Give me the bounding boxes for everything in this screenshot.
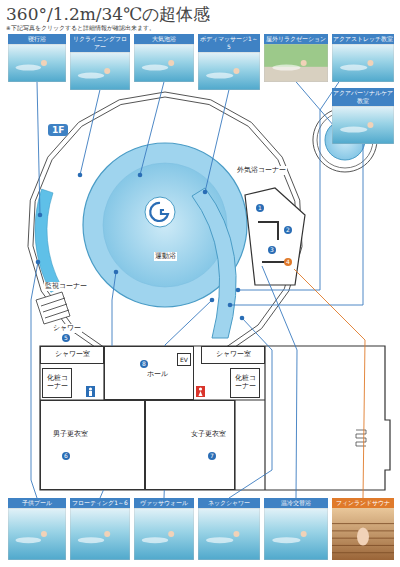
leader-dot — [228, 303, 233, 308]
island-swirl — [150, 203, 168, 221]
room-box: シャワー室 — [201, 346, 265, 364]
leader-dot — [240, 316, 245, 321]
building — [40, 346, 390, 490]
photo-image — [134, 44, 194, 82]
photo-caption: フローティング1～6 — [70, 498, 130, 508]
leader-line — [31, 262, 38, 498]
photo-image — [332, 106, 394, 144]
photo-caption: リクライニングフロアー — [70, 34, 130, 52]
room-box: ホール EV — [104, 346, 194, 400]
room-box: 化粧コーナー — [42, 368, 72, 398]
photo-panel: ネックシャワー — [198, 498, 260, 560]
leader-dot — [78, 173, 83, 178]
room-name: シャワー室 — [55, 351, 90, 359]
photo-caption: 寝行浴 — [8, 34, 66, 44]
room-name: シャワー室 — [216, 351, 251, 359]
leader-line — [229, 318, 272, 498]
room-box: 男子更衣室 — [40, 400, 145, 490]
callout-number: 3 — [268, 246, 276, 254]
callout-number: 7 — [208, 452, 216, 460]
photo-panel: アクアストレッチ教室 — [332, 34, 394, 82]
room-name: ホール — [123, 371, 191, 379]
photo-panel: フィンランドサウナ — [332, 498, 394, 560]
area-label: シャワー — [52, 324, 82, 333]
leader-line — [262, 266, 297, 498]
photo-panel: フローティング1～6 — [70, 498, 130, 560]
leader-line — [296, 82, 334, 126]
photo-image — [264, 508, 328, 560]
area-label: 運動浴 — [154, 252, 177, 261]
monitor-stairs — [36, 292, 70, 324]
leader-dot — [114, 270, 119, 275]
leader-dot — [38, 213, 43, 218]
photo-caption: アクアストレッチ教室 — [332, 34, 394, 44]
photo-panel: 大気泡浴 — [134, 34, 194, 82]
page-title: 360°/1.2m/34℃の超体感 — [6, 3, 210, 26]
photo-caption: 大気泡浴 — [134, 34, 194, 44]
leader-dot — [36, 260, 41, 265]
leader-line — [230, 144, 363, 305]
photo-panel: 寝行浴 — [8, 34, 66, 82]
photo-image — [198, 52, 260, 90]
photo-image — [134, 508, 194, 560]
photo-panel: 温冷交替浴 — [264, 498, 328, 560]
room-name: 化粧コーナー — [233, 375, 257, 391]
photo-image — [8, 508, 66, 560]
photo-caption: フィンランドサウナ — [332, 498, 394, 508]
photo-caption: ヴァッサウォール — [134, 498, 194, 508]
photo-panel: 子供プール — [8, 498, 66, 560]
leader-dot — [138, 173, 143, 178]
photo-caption: 子供プール — [8, 498, 66, 508]
callout-number: 5 — [62, 334, 70, 342]
photo-panel: ボディマッサージ1～5 — [198, 34, 260, 90]
photo-image — [332, 508, 394, 560]
floor-badge: 1F — [48, 124, 68, 136]
leader-line — [37, 82, 40, 215]
room-box: EV — [177, 353, 191, 366]
callout-number: 2 — [284, 226, 292, 234]
photo-image — [198, 508, 260, 560]
photo-image — [8, 44, 66, 82]
room-box: シャワー室 — [40, 346, 104, 364]
room-box: 女子更衣室 — [145, 400, 235, 490]
photo-caption: アクアパーソナルケア教室 — [332, 88, 394, 106]
leader-dot — [236, 288, 241, 293]
photo-image — [70, 52, 130, 90]
leader-line — [80, 90, 100, 175]
room-name: EV — [180, 357, 188, 363]
room-name: 化粧コーナー — [45, 375, 69, 391]
room-name: 男子更衣室 — [53, 431, 144, 439]
area-label: 外気浴コーナー — [236, 166, 287, 175]
photo-panel: 屋外リラクゼーション — [264, 34, 328, 82]
photo-panel: アクアパーソナルケア教室 — [332, 88, 394, 144]
photo-image — [264, 44, 328, 82]
callout-number: 4 — [284, 258, 292, 266]
note-text: ※下記写真をクリックすると詳細情報が確認出来ます。 — [6, 25, 155, 32]
photo-image — [332, 44, 394, 82]
leader-dot — [210, 298, 215, 303]
leader-line — [205, 90, 229, 192]
photo-caption: 屋外リラクゼーション — [264, 34, 328, 44]
leader-line — [140, 82, 164, 175]
room-box: 化粧コーナー — [230, 368, 260, 398]
photo-image — [70, 508, 130, 560]
callout-number: 6 — [62, 452, 70, 460]
pool-island — [145, 197, 175, 227]
photo-caption: ネックシャワー — [198, 498, 260, 508]
photo-panel: リクライニングフロアー — [70, 34, 130, 90]
callout-number: 1 — [256, 204, 264, 212]
photo-panel: ヴァッサウォール — [134, 498, 194, 560]
walking-pool — [192, 188, 236, 338]
children-pool — [35, 189, 61, 292]
leader-dot — [203, 190, 208, 195]
leader-line — [238, 82, 339, 290]
area-label: 監視コーナー — [44, 282, 88, 291]
leader-line — [294, 269, 365, 498]
callout-number: 8 — [140, 360, 148, 368]
photo-caption: 温冷交替浴 — [264, 498, 328, 508]
room-name: 女子更衣室 — [146, 431, 226, 439]
photo-caption: ボディマッサージ1～5 — [198, 34, 260, 52]
